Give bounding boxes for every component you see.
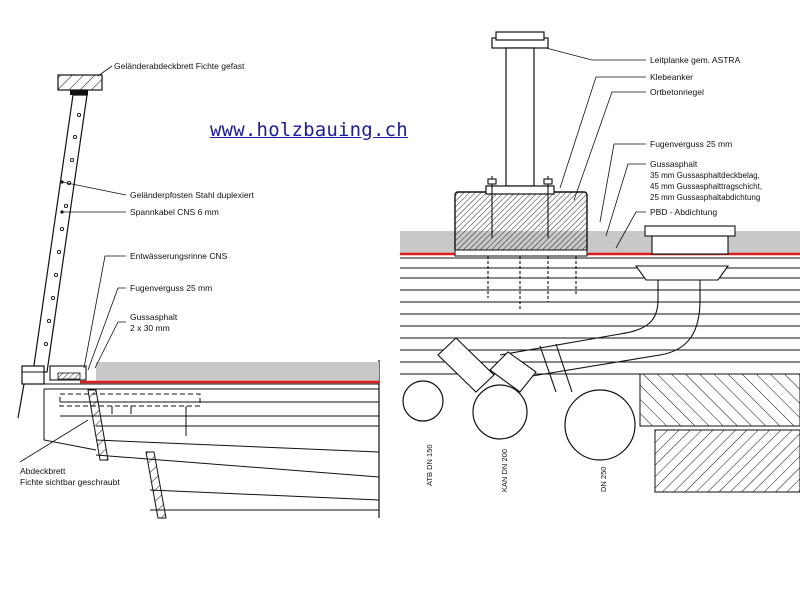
label-concrete-beam: Ortbetonriegel [650, 87, 704, 97]
glulam-beam-upper [639, 373, 800, 427]
pipe-label-atb: ATB DN 150 [425, 444, 434, 486]
label-cover-board: Geländerabdeckbrett Fichte gefast [114, 61, 245, 71]
drainage-gutter [49, 365, 87, 381]
pipe-section-dn250 [564, 389, 636, 461]
website-link[interactable]: www.holzbauing.ch [210, 119, 408, 141]
glulam-beam-lower [654, 429, 800, 493]
label-asphalt-layer-2: 45 mm Gussasphalttragschicht, [650, 182, 762, 191]
pipe-label-dn250: DN 250 [599, 467, 608, 492]
left-deck-lines [43, 383, 380, 511]
label-left-asphalt-thickness: 2 x 30 mm [130, 323, 170, 333]
label-anchor: Klebeanker [650, 72, 693, 82]
label-fascia-board: Abdeckbrett [20, 466, 66, 476]
label-tension-cable: Spannkabel CNS 6 mm [130, 207, 219, 217]
fascia-board-2 [145, 451, 167, 519]
right-detail: ATB DN 150 KAN DN 200 DN 250 Leitplanke … [400, 31, 800, 493]
drain-pipes [437, 299, 701, 393]
pipe-section-kan [472, 384, 528, 440]
label-fascia-fixing: Fichte sichtbar geschraubt [20, 477, 120, 487]
left-asphalt-layer [96, 362, 379, 381]
guardrail-post [485, 31, 555, 195]
label-asphalt-layer-3: 25 mm Gussasphaltabdichtung [650, 193, 760, 202]
label-membrane: PBD - Abdichtung [650, 207, 717, 217]
label-railing-post: Geländerpfosten Stahl duplexiert [130, 190, 254, 200]
label-right-asphalt-title: Gussasphalt [650, 159, 698, 169]
label-drainage-gutter: Entwässerungsrinne CNS [130, 251, 228, 261]
concrete-beam [454, 191, 588, 257]
left-leaders [19, 65, 127, 463]
railing-post [17, 94, 88, 419]
label-asphalt-layer-1: 35 mm Gussasphaltdeckbelag, [650, 171, 760, 180]
label-left-asphalt: Gussasphalt [130, 312, 178, 322]
label-guardrail: Leitplanke gem. ASTRA [650, 55, 741, 65]
adhesive-anchors [487, 176, 577, 310]
fascia-board-1 [87, 389, 109, 461]
railing-cover-board [57, 74, 103, 95]
label-left-joint: Fugenverguss 25 mm [130, 283, 212, 293]
label-right-joint: Fugenverguss 25 mm [650, 139, 732, 149]
pipe-section-atb [402, 380, 444, 422]
right-leaders [545, 47, 646, 249]
drain-inlet [634, 225, 736, 300]
left-detail: Geländerabdeckbrett Fichte gefast Geländ… [17, 61, 380, 519]
pipe-label-kan: KAN DN 200 [500, 449, 509, 492]
